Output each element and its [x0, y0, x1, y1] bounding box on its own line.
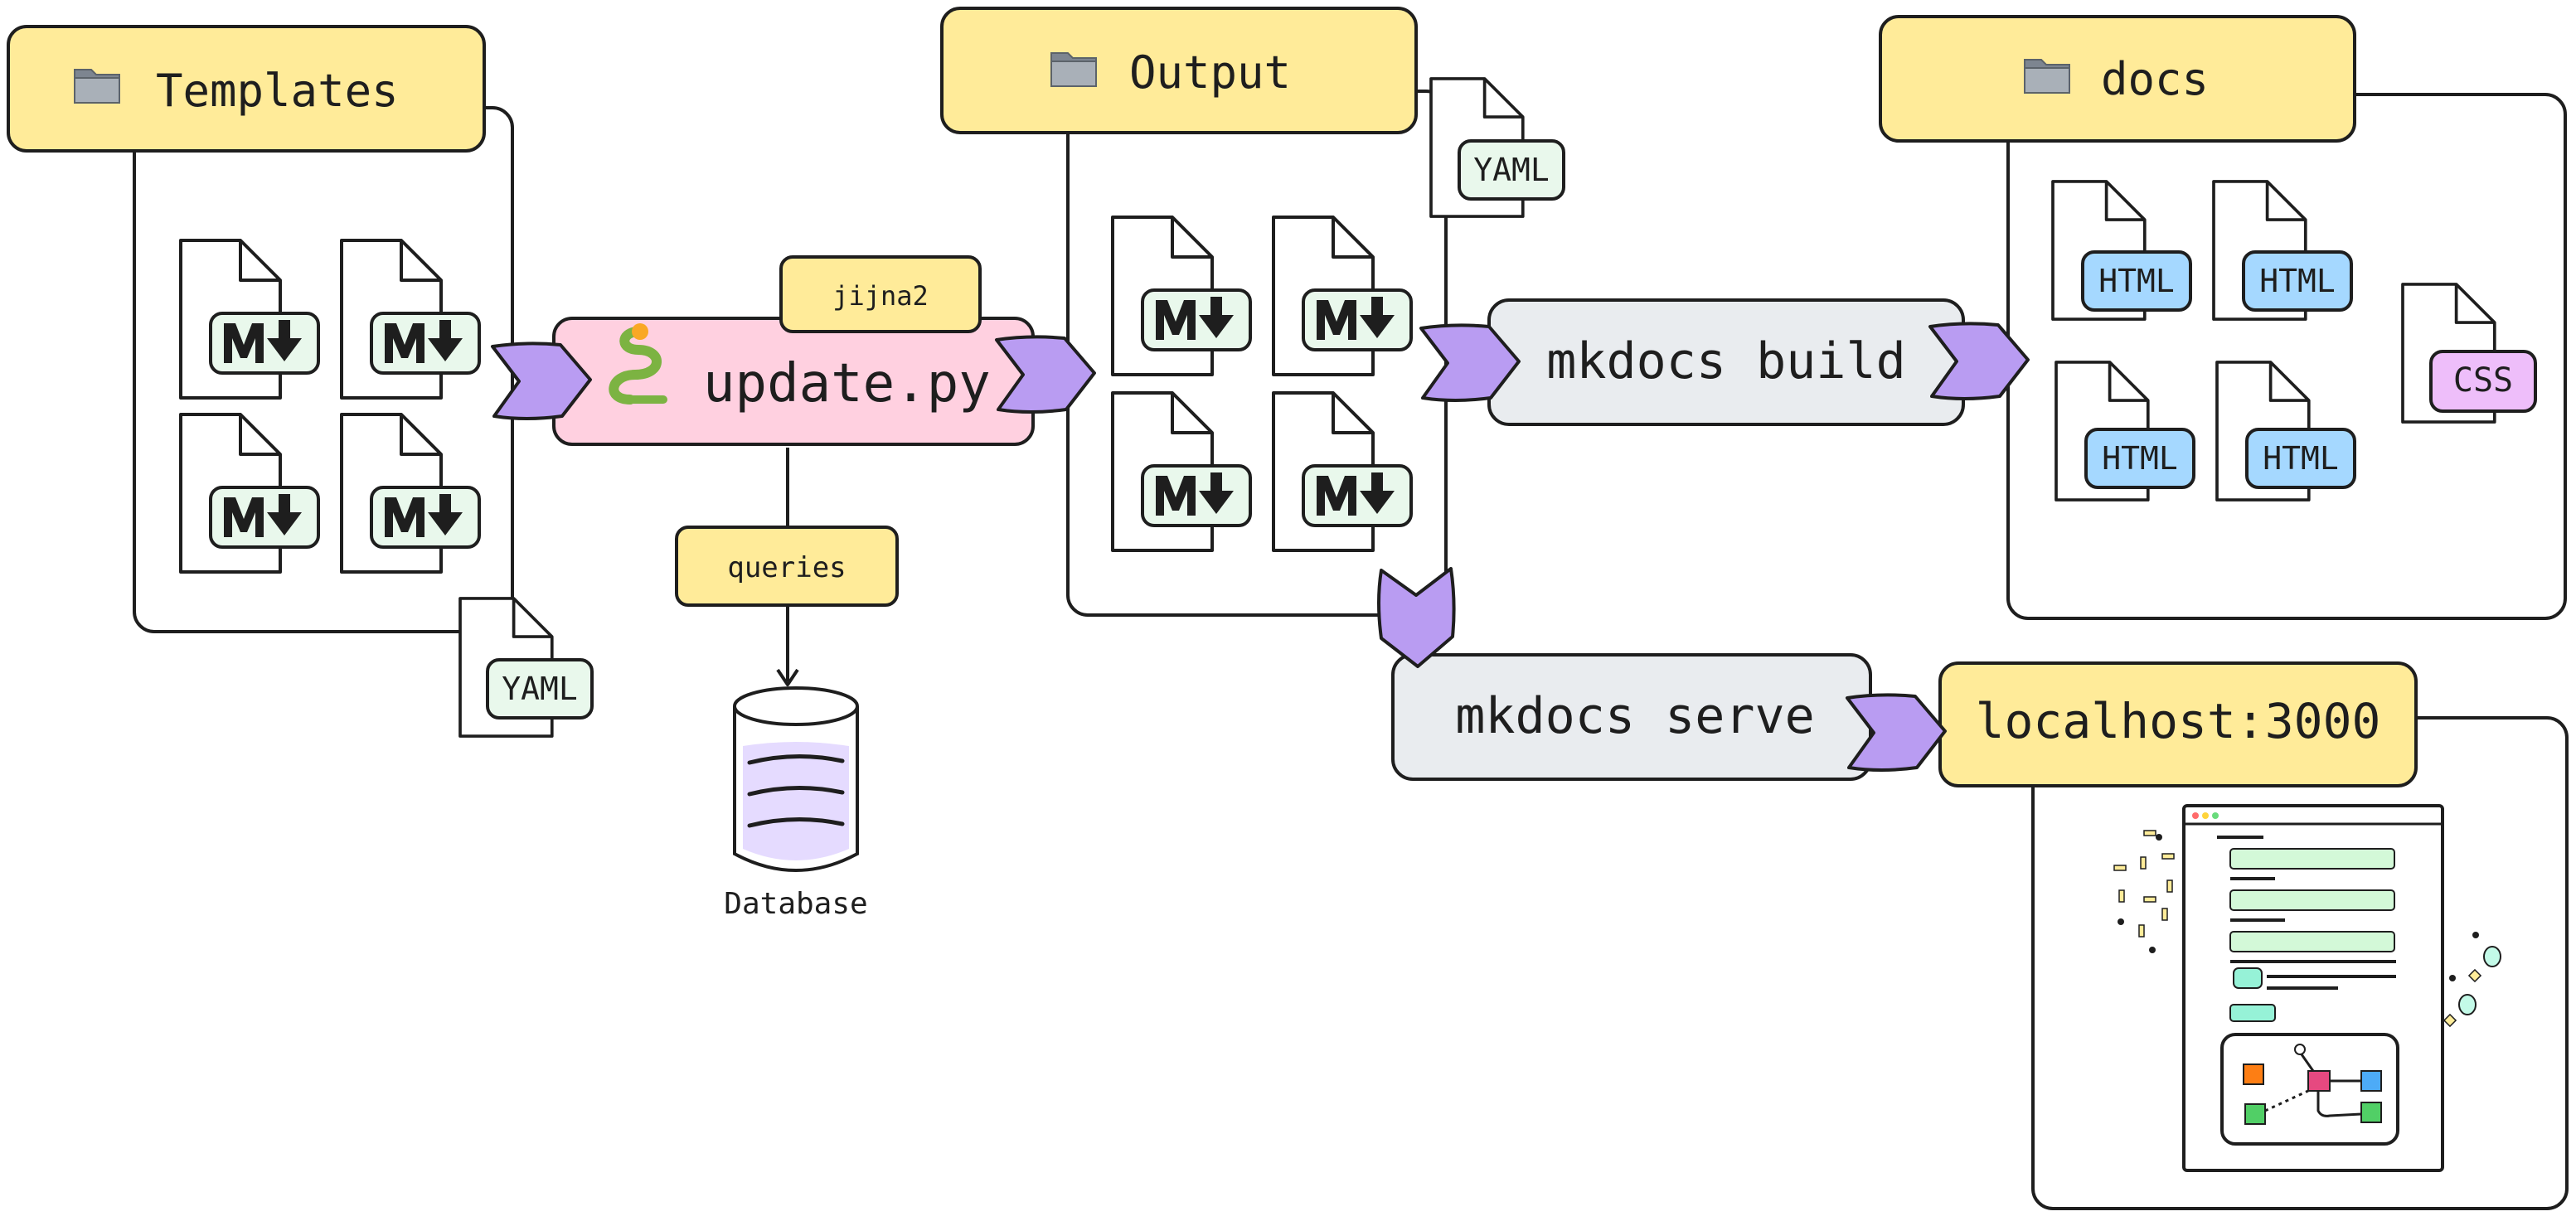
database: Database: [724, 686, 868, 921]
docs-folder-title: docs: [2101, 53, 2209, 105]
build-step: mkdocs build: [1487, 298, 1965, 426]
html-badge: HTML: [2263, 440, 2339, 477]
database-label: Database: [724, 887, 867, 921]
html-badge: HTML: [2098, 263, 2175, 299]
docs-folder: HTML HTML HTML HTML CSS docs: [1879, 15, 2567, 620]
templates-folder: YAML Templates: [7, 25, 594, 739]
markdown-file-icon: [1272, 216, 1413, 376]
build-label: mkdocs build: [1546, 332, 1905, 390]
yaml-badge: YAML: [502, 671, 578, 707]
output-yaml-file: YAML: [1429, 76, 1565, 219]
update-label: update.py: [703, 353, 991, 414]
folder-icon: [1050, 52, 1097, 87]
docs-folder-label: [1879, 15, 2356, 143]
html-badge: HTML: [2102, 440, 2178, 477]
folder-icon: [2024, 59, 2070, 94]
templates-folder-label: [7, 25, 486, 153]
yaml-badge: YAML: [1473, 152, 1550, 188]
queries-label: queries: [727, 551, 846, 584]
output-folder-label: [940, 7, 1418, 134]
localhost-preview: localhost:3000: [1938, 661, 2569, 1210]
markdown-file-icon: [1111, 391, 1252, 552]
output-folder: YAML Output: [940, 7, 1565, 617]
markdown-file-icon: [1272, 391, 1413, 552]
serve-label: mkdocs serve: [1455, 687, 1814, 745]
output-files: [1111, 216, 1413, 552]
confetti-decoration: [2113, 830, 2501, 1028]
markdown-file-icon: [179, 239, 320, 400]
css-badge: CSS: [2453, 361, 2513, 400]
markdown-file-icon: [179, 413, 320, 574]
markdown-file-icon: [340, 413, 481, 574]
jinja-tag: [779, 255, 982, 333]
folder-icon: [74, 69, 120, 104]
output-folder-title: Output: [1129, 46, 1291, 99]
templates-yaml-file: YAML: [458, 596, 594, 739]
html-badge: HTML: [2259, 263, 2336, 299]
browser-window-icon: [2182, 804, 2444, 1172]
connector-output-to-serve: [1379, 569, 1454, 666]
markdown-file-icon: [340, 239, 481, 400]
markdown-file-icon: [1111, 216, 1252, 376]
templates-files: [179, 239, 481, 574]
templates-folder-title: Templates: [156, 65, 399, 117]
snake-icon: [609, 323, 667, 405]
update-step: jijna2 update.py queries: [552, 255, 1035, 686]
jinja-tag-label: jijna2: [832, 280, 929, 312]
docs-files: HTML HTML HTML HTML CSS: [2051, 179, 2537, 502]
serve-step: mkdocs serve: [1391, 653, 1872, 781]
database-icon: [733, 686, 859, 872]
localhost-label: localhost:3000: [1976, 693, 2381, 749]
